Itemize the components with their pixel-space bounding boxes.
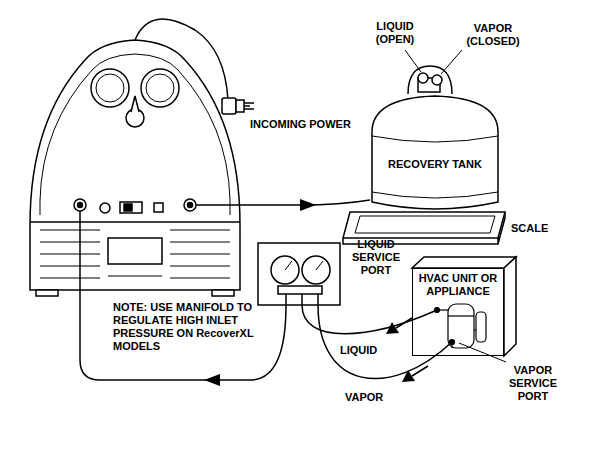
flow-arrow xyxy=(204,374,220,386)
grille-slot xyxy=(40,242,100,243)
grille-slot xyxy=(170,266,230,267)
grille-slot xyxy=(170,254,230,255)
compressor xyxy=(435,304,487,348)
hose-label: LIQUID xyxy=(340,344,386,357)
leader-line xyxy=(459,343,506,362)
tank-outline xyxy=(370,92,500,214)
grille-slot xyxy=(40,266,100,267)
grille-slot xyxy=(170,242,230,243)
leader-line xyxy=(441,50,462,74)
hose-label: VAPOR xyxy=(345,391,395,404)
grille-slot xyxy=(40,254,100,255)
tank-valves xyxy=(408,66,452,94)
hvac-cabinet xyxy=(412,257,516,356)
grille-slot xyxy=(40,230,100,231)
hose xyxy=(80,211,286,380)
grille-slot xyxy=(170,230,230,231)
hose xyxy=(318,305,452,379)
node-label: HVAC UNIT OR APPLIANCE xyxy=(413,272,503,298)
power-cord xyxy=(135,19,228,100)
hvac-unit: HVAC UNIT OR APPLIANCE xyxy=(412,268,504,356)
valve-label: LIQUID (OPEN) xyxy=(366,20,424,46)
part-label: INCOMING POWER xyxy=(250,118,370,131)
grille-slot xyxy=(40,278,100,279)
valve-label: VAPOR (CLOSED) xyxy=(450,22,536,48)
part-label: SCALE xyxy=(511,222,571,235)
recovery-machine xyxy=(30,40,240,296)
hose xyxy=(196,200,370,205)
node-label: RECOVERY TANK xyxy=(370,158,500,171)
flow-arrow xyxy=(386,318,428,382)
hose xyxy=(302,305,437,334)
power-plug xyxy=(222,98,254,114)
note-text: NOTE: USE MANIFOLD TO REGULATE HIGH INLE… xyxy=(113,301,255,353)
flow-arrow xyxy=(300,199,316,211)
grille-slot xyxy=(170,278,230,279)
recovery-tank: RECOVERY TANK xyxy=(370,92,500,214)
port-label: LIQUID SERVICE PORT xyxy=(344,238,408,277)
leader-line xyxy=(405,50,421,72)
grille-slot xyxy=(108,276,162,277)
manifold-gauge xyxy=(258,243,340,305)
port-label: VAPOR SERVICE PORT xyxy=(500,364,566,403)
